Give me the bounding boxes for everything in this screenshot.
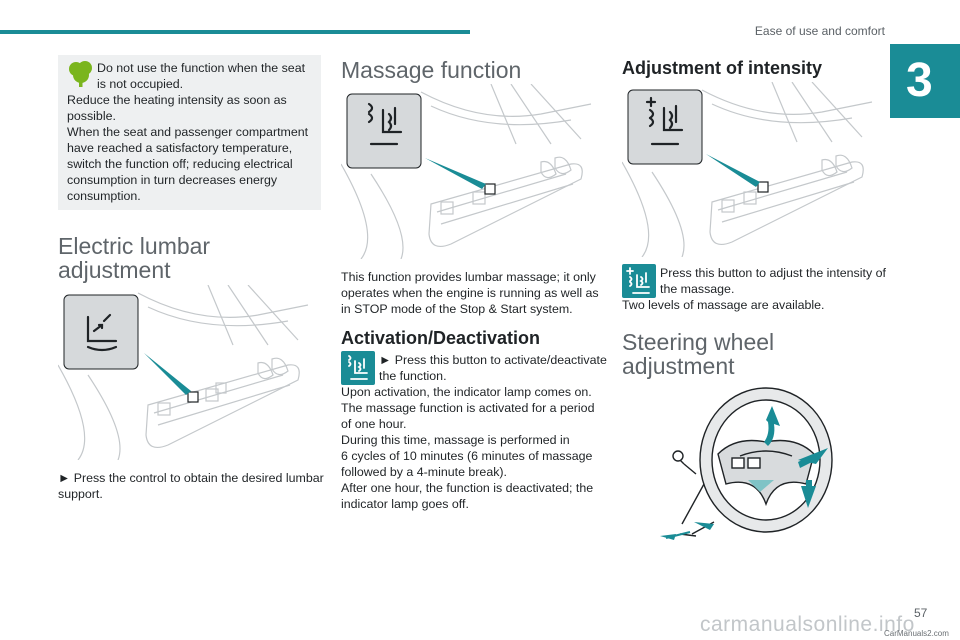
activation-step-line2: the function.	[379, 369, 447, 383]
notice-line: When the seat and passenger compartment	[67, 125, 309, 139]
lumbar-step-line1: ► Press the control to obtain the desire…	[58, 471, 324, 485]
watermark: carmanualsonline.info	[700, 613, 915, 636]
notice-box: Do not use the function when the seat is…	[58, 55, 321, 210]
massage-seat-icon	[348, 355, 368, 380]
section-title: Ease of use and comfort	[754, 24, 885, 38]
intensity-line3: Two levels of massage are available.	[622, 298, 825, 312]
notice-line: Reduce the heating intensity as soon as	[67, 93, 287, 107]
intensity-title: Adjustment of intensity	[622, 58, 823, 78]
steering-wheel-illustration	[660, 387, 833, 540]
activation-title: Activation/Deactivation	[341, 328, 541, 348]
massage-seat-icon	[367, 102, 403, 146]
massage-body-line: Upon activation, the indicator lamp come…	[341, 385, 592, 399]
massage-body-line: After one hour, the function is deactiva…	[341, 481, 594, 495]
massage-body-line: The massage function is activated for a …	[341, 401, 595, 415]
lumbar-step-line2: support.	[58, 487, 103, 501]
notice-line: consumption.	[67, 189, 141, 203]
activation-step-line1: ► Press this button to activate/deactiva…	[379, 353, 607, 367]
notice-line: consumption in turn decreases energy	[67, 173, 278, 187]
massage-intro-line3: in STOP mode of the Stop & Start system.	[341, 302, 573, 316]
chapter-number: 3	[890, 44, 960, 118]
credit-watermark: CarManuals2.com	[884, 629, 949, 638]
notice-line: Do not use the function when the seat	[97, 61, 306, 75]
intensity-illustration	[622, 82, 873, 257]
leaf-icon	[69, 61, 92, 87]
notice-line: possible.	[67, 109, 116, 123]
lumbar-seat-icon	[86, 313, 118, 352]
massage-intro-line1: This function provides lumbar massage; i…	[341, 270, 596, 284]
notice-line: switch the function off; reducing electr…	[67, 157, 293, 171]
massage-body-line: indicator lamp goes off.	[341, 497, 469, 511]
intensity-line2: the massage.	[660, 282, 735, 296]
intensity-seat-icon	[645, 96, 684, 146]
massage-intro-line2: operates when the engine is running as w…	[341, 286, 599, 300]
lumbar-illustration	[58, 285, 309, 460]
intensity-button-icon	[622, 264, 656, 298]
header-accent-bar	[0, 30, 470, 34]
notice-line: is not occupied.	[97, 77, 184, 91]
page-number: 57	[914, 606, 928, 620]
massage-body-line: of one hour.	[341, 417, 407, 431]
massage-body-line: During this time, massage is performed i…	[341, 433, 570, 447]
intensity-line1: Press this button to adjust the intensit…	[660, 266, 886, 280]
massage-button-icon	[341, 351, 375, 385]
notice-line: have reached a satisfactory temperature,	[67, 141, 293, 155]
lumbar-title: Electric lumbar adjustment	[58, 233, 211, 283]
massage-illustration	[341, 84, 592, 259]
massage-body-line: 6 cycles of 10 minutes (6 minutes of mas…	[341, 449, 593, 463]
massage-title: Massage function	[341, 57, 522, 83]
massage-intensity-icon	[626, 267, 650, 294]
massage-body-line: followed by a 4-minute break).	[341, 465, 507, 479]
steering-title: Steering wheel adjustment	[622, 329, 775, 379]
